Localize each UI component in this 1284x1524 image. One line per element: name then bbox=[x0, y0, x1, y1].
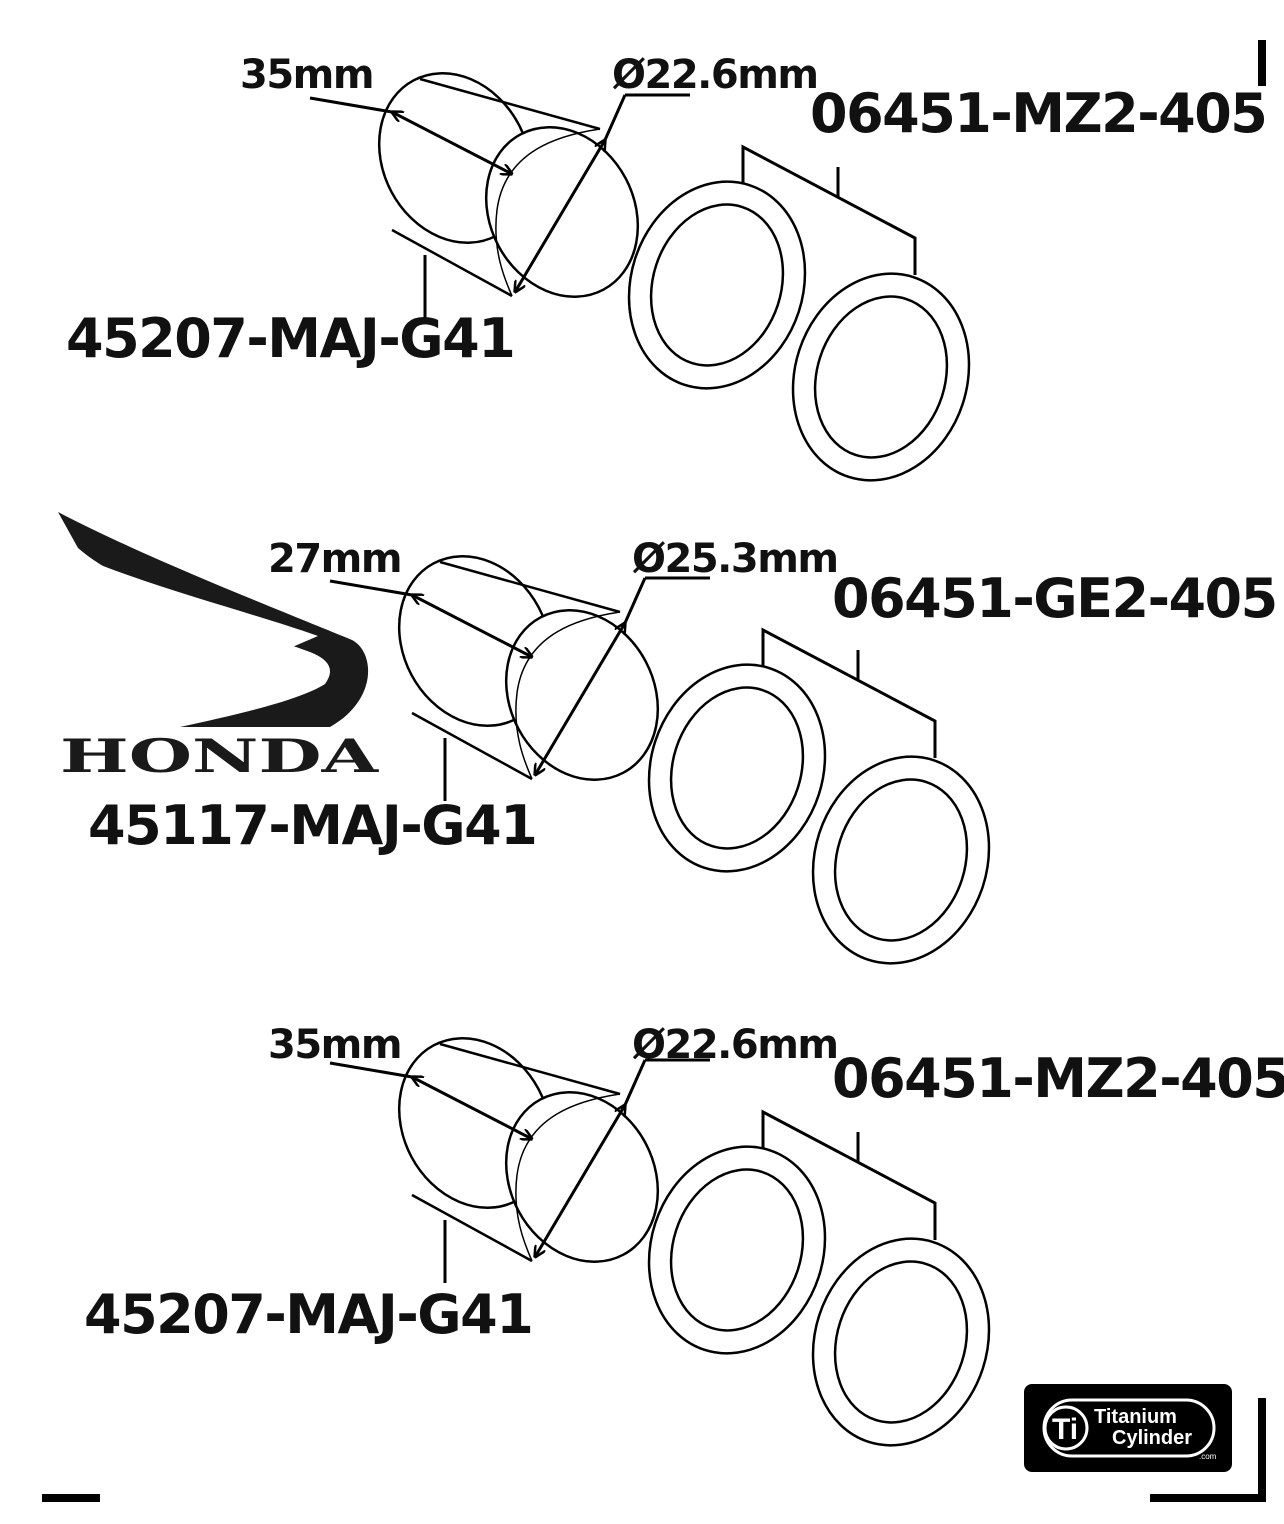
svg-text:Ø22.6mm: Ø22.6mm bbox=[612, 52, 818, 98]
crop-mark-top-right bbox=[1258, 40, 1266, 86]
titanium-cylinder-badge: Ti Titanium Cylinder .com bbox=[1024, 1384, 1232, 1472]
crop-mark-bottom-right-vertical bbox=[1258, 1398, 1266, 1496]
diameter-symbol: Ø bbox=[632, 536, 665, 582]
piston-part-number: 45207-MAJ-G41 bbox=[84, 1283, 532, 1346]
assembly-group-2: 27mm Ø25.3mm 06451-GE2-405 45117-MAJ-G41 bbox=[88, 529, 1278, 986]
diameter-symbol: Ø bbox=[612, 52, 645, 98]
honda-wing-icon bbox=[58, 512, 369, 727]
svg-text:Ø25.3mm: Ø25.3mm bbox=[632, 536, 838, 582]
diameter-label: 22.6mm bbox=[645, 52, 818, 98]
badge-line-1: Titanium bbox=[1094, 1406, 1177, 1428]
diameter-symbol: Ø bbox=[632, 1022, 665, 1068]
badge-line-2: Cylinder bbox=[1112, 1427, 1192, 1449]
crop-mark-bottom-left bbox=[42, 1494, 100, 1502]
length-label: 27mm bbox=[268, 536, 401, 582]
assembly-group-3: 35mm Ø22.6mm 06451-MZ2-405 45207-MAJ-G41 bbox=[84, 1011, 1284, 1468]
seal-part-number: 06451-MZ2-405 bbox=[832, 1047, 1284, 1110]
length-label: 35mm bbox=[268, 1022, 401, 1068]
piston-part-number: 45207-MAJ-G41 bbox=[66, 307, 514, 370]
seal-part-number: 06451-MZ2-405 bbox=[810, 82, 1266, 145]
diameter-label: 22.6mm bbox=[665, 1022, 838, 1068]
piston-part-number: 45117-MAJ-G41 bbox=[88, 794, 536, 857]
diameter-label: 25.3mm bbox=[665, 536, 838, 582]
seal-part-number: 06451-GE2-405 bbox=[832, 567, 1277, 630]
honda-logo-text: HONDA bbox=[60, 729, 380, 783]
length-label: 35mm bbox=[240, 52, 373, 98]
svg-text:Ø22.6mm: Ø22.6mm bbox=[632, 1022, 838, 1068]
ti-icon-text: Ti bbox=[1052, 1413, 1078, 1446]
crop-mark-bottom-right-horizontal bbox=[1150, 1494, 1266, 1502]
assembly-group-1: 35mm Ø22.6mm 06451-MZ2-405 45207-MAJ-G41 bbox=[66, 46, 1268, 503]
badge-suffix: .com bbox=[1199, 1452, 1217, 1461]
